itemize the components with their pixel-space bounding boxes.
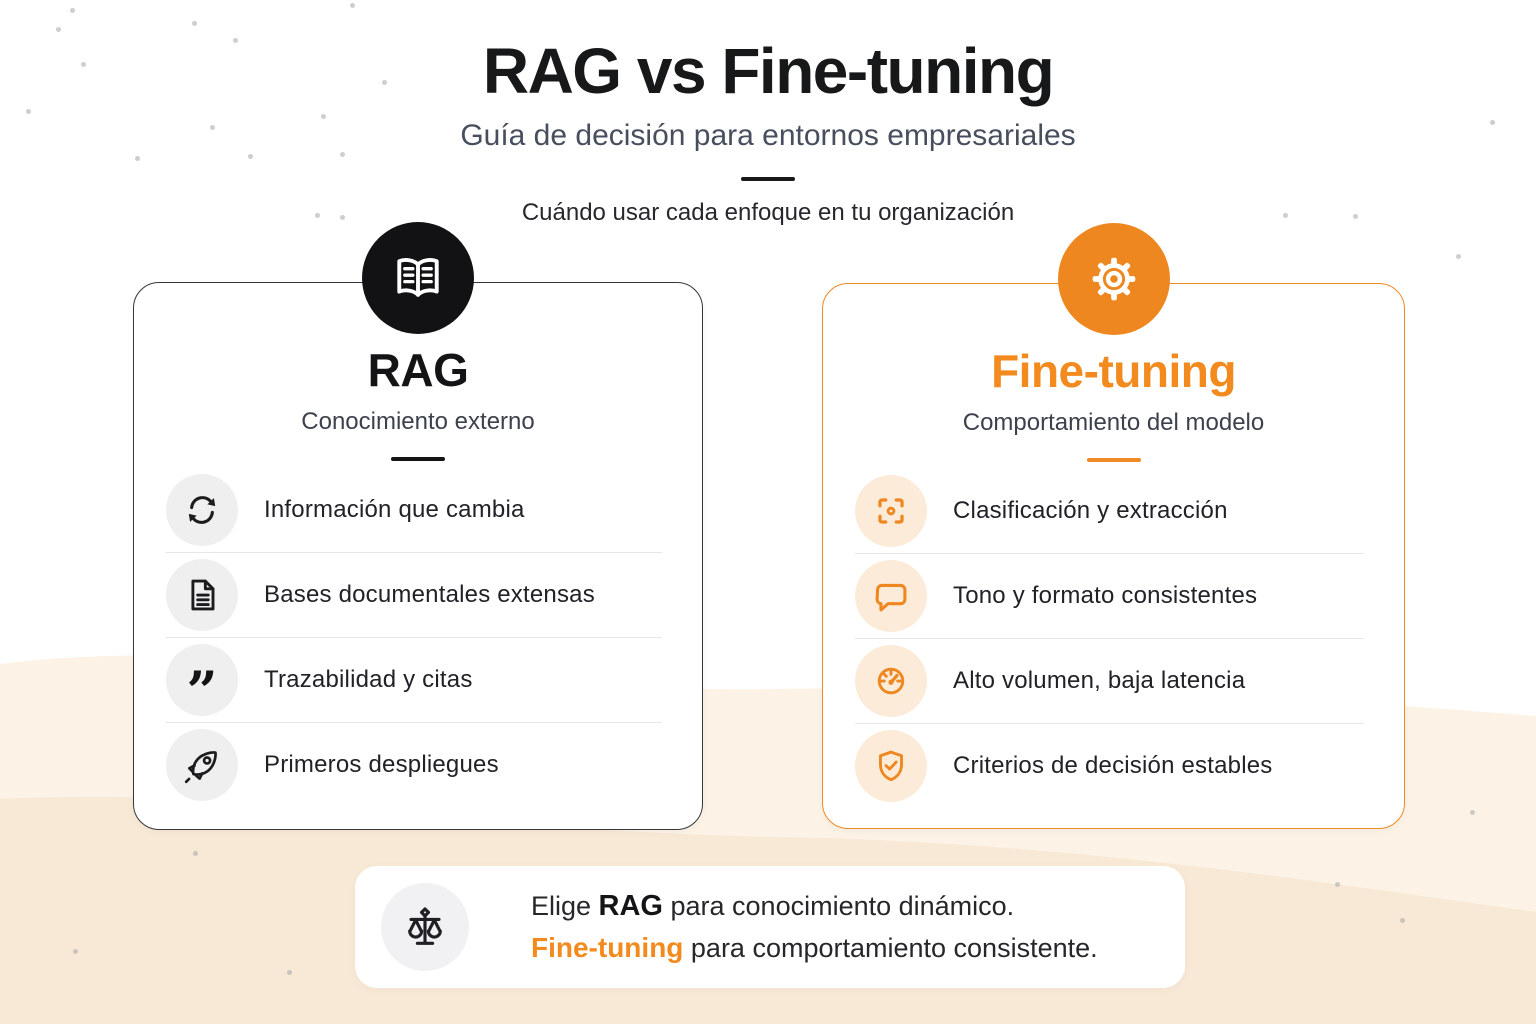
balance-scale-icon — [381, 883, 469, 971]
rag-card: RAG Conocimiento externo Información que… — [133, 222, 703, 830]
header-divider — [741, 177, 795, 182]
chat-bubble-icon — [855, 560, 927, 632]
fine-tuning-card-title: Fine-tuning — [991, 345, 1236, 397]
header: RAG vs Fine-tuning Guía de decisión para… — [0, 0, 1536, 227]
list-item-label: Alto volumen, baja latencia — [953, 667, 1246, 694]
list-item: Tono y formato consistentes — [855, 554, 1364, 639]
gear-icon — [1083, 248, 1145, 310]
list-item-label: Clasificación y extracción — [953, 497, 1228, 524]
summary-line-1: Elige RAG para conocimiento dinámico. — [531, 889, 1015, 922]
shield-check-icon — [855, 730, 927, 802]
summary-card: Elige RAG para conocimiento dinámico. Fi… — [355, 866, 1185, 988]
refresh-icon — [166, 474, 238, 546]
document-icon — [166, 559, 238, 631]
list-item: Clasificación y extracción — [855, 469, 1364, 554]
rocket-icon — [166, 729, 238, 801]
rag-card-divider — [391, 457, 445, 461]
list-item: ” Trazabilidad y citas — [166, 638, 662, 723]
list-item-label: Trazabilidad y citas — [264, 666, 473, 693]
open-book-icon — [387, 247, 449, 309]
gauge-icon — [855, 645, 927, 717]
summary-rag-keyword: RAG — [598, 889, 663, 922]
fine-tuning-card-divider — [1086, 458, 1141, 462]
rag-badge — [362, 222, 474, 334]
list-item: Bases documentales extensas — [166, 553, 662, 638]
fine-tuning-card-subtitle: Comportamiento del modelo — [962, 409, 1265, 436]
fine-tuning-card: Fine-tuning Comportamiento del modelo Cl… — [822, 223, 1405, 829]
fine-tuning-badge — [1057, 223, 1170, 335]
page-subtitle: Guía de decisión para entornos empresari… — [460, 119, 1076, 153]
list-item: Criterios de decisión estables — [855, 724, 1364, 808]
list-item: Alto volumen, baja latencia — [855, 639, 1364, 724]
summary-line-2: Fine-tuning para comportamiento consiste… — [531, 931, 1098, 963]
rag-card-title: RAG — [367, 344, 469, 396]
focus-icon — [855, 475, 927, 547]
rag-list: Información que cambia Bases documentale… — [166, 468, 662, 807]
rag-card-subtitle: Conocimiento externo — [301, 408, 535, 435]
fine-tuning-list: Clasificación y extracción Tono y format… — [855, 469, 1364, 808]
list-item-label: Bases documentales extensas — [264, 581, 595, 608]
list-item: Información que cambia — [166, 468, 662, 553]
summary-fine-tuning-keyword: Fine-tuning — [531, 931, 684, 963]
fine-tuning-card-header: Fine-tuning Comportamiento del modelo — [823, 284, 1404, 462]
list-item-label: Criterios de decisión estables — [953, 752, 1273, 779]
list-item: Primeros despliegues — [166, 723, 662, 807]
page-title: RAG vs Fine-tuning — [482, 35, 1055, 107]
quotes-icon: ” — [166, 644, 238, 718]
list-item-label: Tono y formato consistentes — [953, 582, 1258, 609]
rag-card-header: RAG Conocimiento externo — [134, 283, 702, 461]
page-tagline: Cuándo usar cada enfoque en tu organizac… — [521, 199, 1015, 227]
list-item-label: Primeros despliegues — [264, 751, 499, 778]
summary-text: Elige RAG para conocimiento dinámico. Fi… — [531, 886, 1098, 969]
list-item-label: Información que cambia — [264, 496, 525, 523]
